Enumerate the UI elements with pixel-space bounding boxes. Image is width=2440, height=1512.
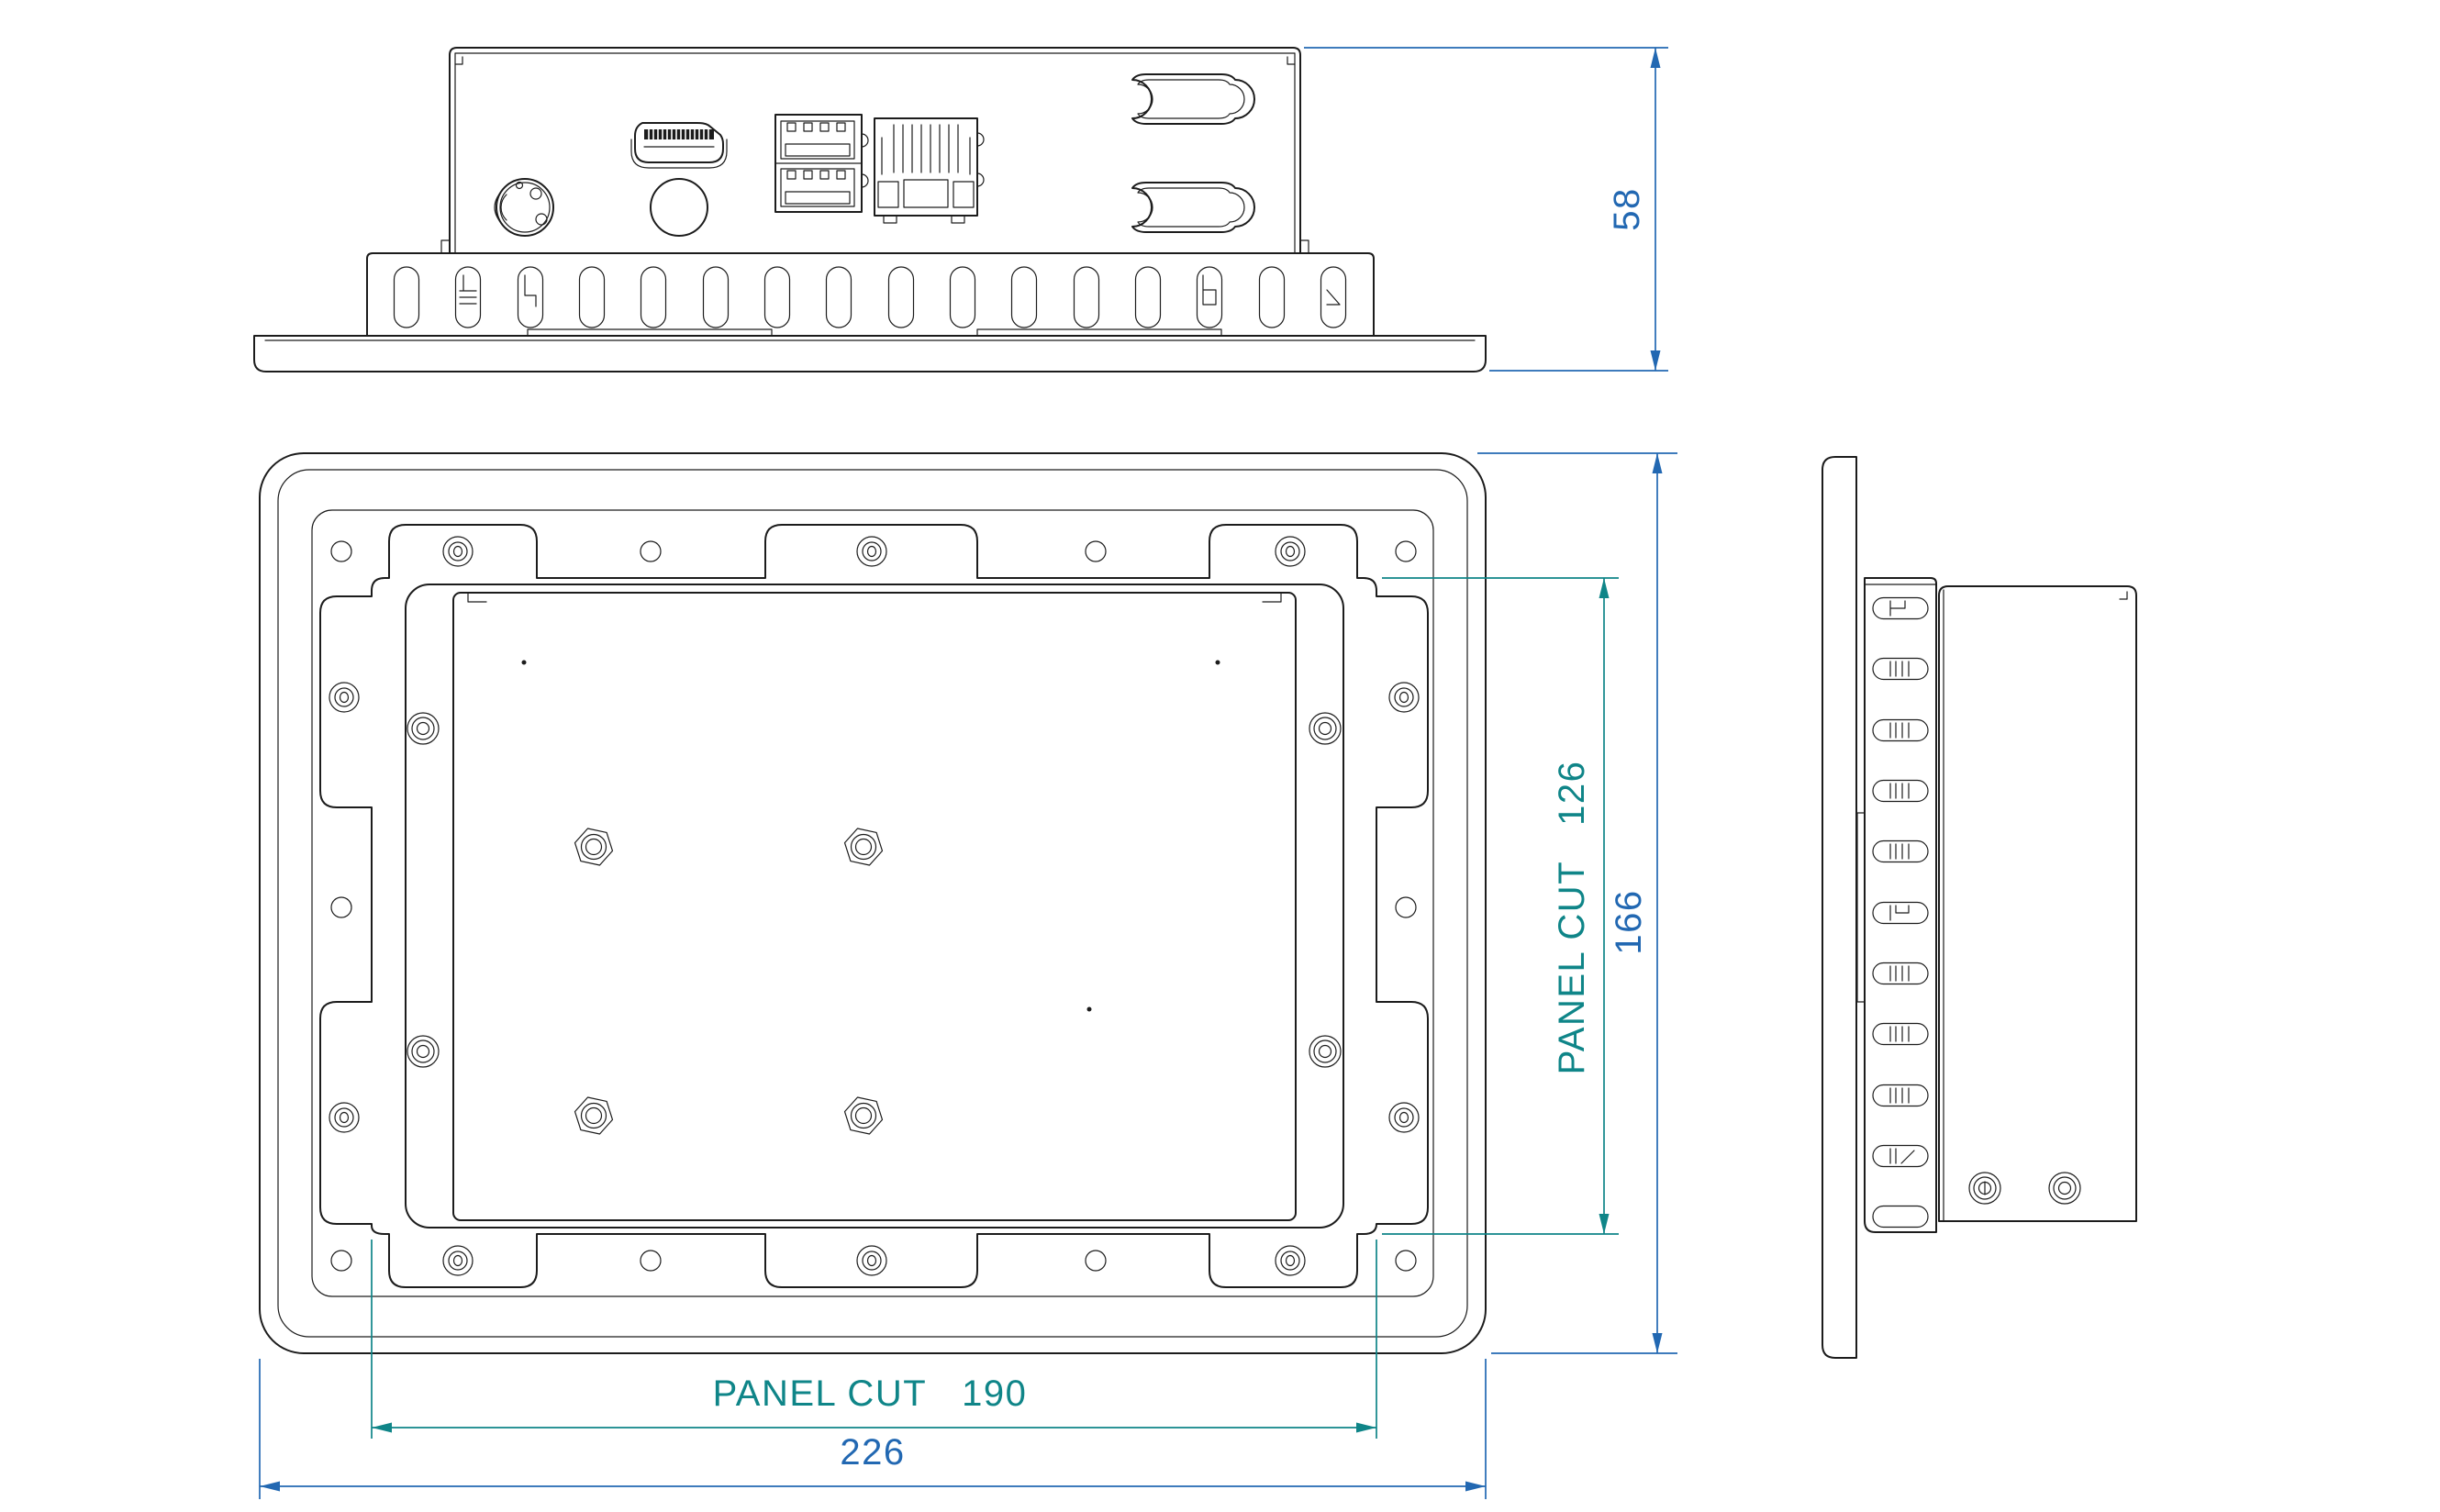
vent-slot xyxy=(578,266,606,328)
vent-slot xyxy=(1258,266,1286,328)
frame-hole xyxy=(1395,896,1417,918)
top-view: 58 xyxy=(253,47,1668,372)
panel-cut-contour xyxy=(319,524,1429,1288)
mounting-screw xyxy=(442,536,474,567)
hex-standoff xyxy=(843,1096,884,1135)
side-view xyxy=(1822,456,2137,1359)
panel-cut-height-text: PANEL CUT126 xyxy=(1552,761,1592,1075)
frame-hole xyxy=(640,540,662,562)
vent-slot xyxy=(1872,1084,1929,1107)
mounting-screw xyxy=(1388,682,1420,713)
hdmi-port xyxy=(630,122,728,169)
mounting-screw xyxy=(856,536,887,567)
rear-cover-outline xyxy=(405,584,1344,1228)
vent-slot xyxy=(825,266,852,328)
width-dimension: 226 xyxy=(259,1359,1487,1499)
vent-slot xyxy=(1134,266,1162,328)
plate-corner-notch xyxy=(467,592,487,603)
frame-hole xyxy=(1085,1250,1107,1272)
cable-gland-hole xyxy=(650,178,708,237)
hex-standoff xyxy=(843,828,884,866)
power-connector xyxy=(494,178,554,237)
mounting-screw xyxy=(1275,536,1306,567)
vent-slot xyxy=(1872,839,1929,863)
usb-ports xyxy=(774,114,869,213)
vent-slot xyxy=(1872,962,1929,985)
case-screw xyxy=(2048,1172,2081,1205)
mounting-screw xyxy=(856,1245,887,1276)
vent-slot xyxy=(640,266,667,328)
cover-screw xyxy=(407,712,440,745)
vent-slot xyxy=(1872,718,1929,742)
bezel-edge-strip xyxy=(253,328,1487,372)
reference-dot xyxy=(521,660,527,665)
hex-standoff xyxy=(574,828,614,866)
vent-slot xyxy=(393,266,420,328)
hex-standoff xyxy=(574,1096,614,1135)
frame-hole xyxy=(1395,540,1417,562)
mounting-frame-outline xyxy=(311,509,1434,1297)
side-vent-collar xyxy=(1864,577,1937,1233)
vent-slot xyxy=(1872,1205,1929,1228)
vent-slot xyxy=(702,266,730,328)
cover-screw xyxy=(1309,1035,1342,1068)
frame-hole xyxy=(640,1250,662,1272)
vent-slot xyxy=(1010,266,1038,328)
side-enclosure-body xyxy=(1938,585,2137,1222)
vent-slot xyxy=(1872,1022,1929,1046)
vent-collar-band xyxy=(366,252,1375,337)
depth-dimension: 58 xyxy=(1304,47,1668,372)
serial-port-cutout-upper xyxy=(1131,73,1255,125)
bezel-outline xyxy=(259,452,1487,1354)
bezel-inner-line xyxy=(277,469,1468,1338)
vent-slot xyxy=(1872,657,1929,681)
side-bezel-outline xyxy=(1822,456,1857,1359)
frame-hole xyxy=(330,1250,352,1272)
ethernet-port xyxy=(874,117,985,224)
mounting-screw xyxy=(329,682,360,713)
reference-dot xyxy=(1215,660,1220,665)
vent-slot xyxy=(1073,266,1100,328)
mounting-screw xyxy=(1275,1245,1306,1276)
height-dimension: 166 xyxy=(1477,452,1677,1354)
vent-slot xyxy=(763,266,791,328)
vent-slot xyxy=(517,266,544,328)
cover-screw xyxy=(407,1035,440,1068)
mounting-screw xyxy=(442,1245,474,1276)
frame-hole xyxy=(1395,1250,1417,1272)
cover-screw xyxy=(1309,712,1342,745)
frame-hole xyxy=(1085,540,1107,562)
mounting-screw xyxy=(1388,1102,1420,1133)
side-gasket-strip xyxy=(1856,812,1866,1003)
vent-slot xyxy=(1196,266,1223,328)
vent-slot xyxy=(949,266,976,328)
depth-dimension-text: 58 xyxy=(1607,187,1647,231)
height-dimension-text: 166 xyxy=(1609,889,1649,954)
mounting-screw xyxy=(329,1102,360,1133)
enclosure-top-outline xyxy=(440,47,1309,254)
vent-slot xyxy=(887,266,915,328)
rear-plate-outline xyxy=(452,592,1297,1221)
plate-corner-notch xyxy=(1262,592,1282,603)
vent-slot xyxy=(1872,779,1929,803)
frame-hole xyxy=(330,540,352,562)
panel-cut-height-dimension: PANEL CUT126 xyxy=(1382,577,1619,1235)
width-dimension-text: 226 xyxy=(840,1432,905,1473)
frame-hole xyxy=(330,896,352,918)
serial-port-cutout-lower xyxy=(1131,182,1255,233)
vent-slot xyxy=(1872,1144,1929,1168)
reference-dot xyxy=(1086,1006,1092,1012)
